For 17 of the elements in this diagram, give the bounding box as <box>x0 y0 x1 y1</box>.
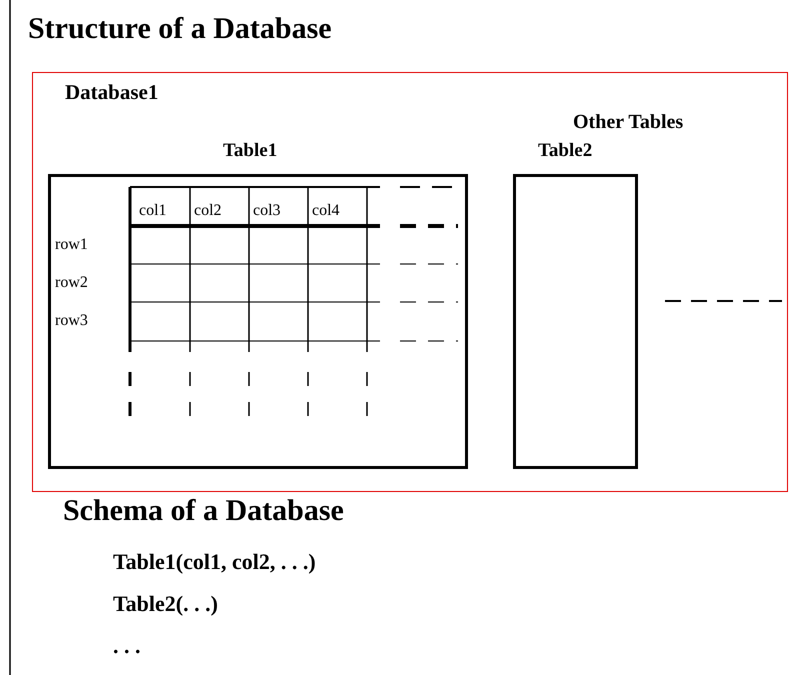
schema-line: Table2(. . .) <box>113 592 218 616</box>
section-heading: Schema of a Database <box>63 494 344 527</box>
column-header: col4 <box>312 202 340 220</box>
row-label: row2 <box>55 274 88 292</box>
column-header: col2 <box>194 202 222 220</box>
column-header: col1 <box>139 202 167 220</box>
column-header: col3 <box>253 202 281 220</box>
schema-line: Table1(col1, col2, . . .) <box>113 550 316 574</box>
row-label: row3 <box>55 312 88 330</box>
table-name: Table2 <box>538 141 592 162</box>
table-name: Table1 <box>223 141 278 162</box>
title: Structure of a Database <box>28 12 332 45</box>
row-label: row1 <box>55 236 88 254</box>
schema-line: . . . <box>113 634 140 658</box>
database-name: Database1 <box>65 81 158 104</box>
database-frame <box>32 72 788 492</box>
group-label: Other Tables <box>573 111 684 133</box>
